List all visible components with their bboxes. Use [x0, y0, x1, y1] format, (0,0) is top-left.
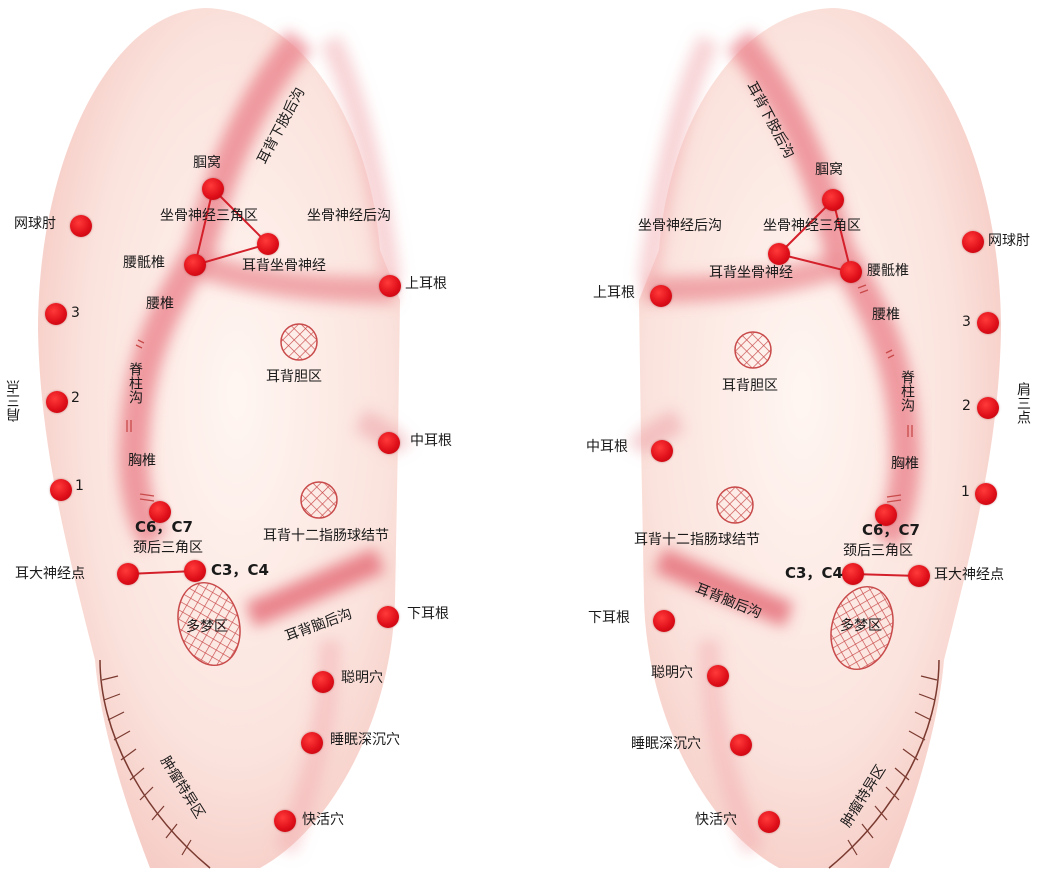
right-tennis-label: 网球肘 [988, 233, 1030, 249]
right-lumbosacral-label: 腰骶椎 [867, 263, 909, 279]
left-upper-root-point [379, 275, 401, 297]
right-n3-label: 3 [962, 314, 971, 330]
right-c34-label: C3，C4 [785, 565, 843, 581]
left-sleep-label: 睡眠深沉穴 [330, 732, 400, 748]
left-lower-root-label: 下耳根 [407, 606, 449, 622]
right-lumbar-label: 腰椎 [872, 307, 900, 323]
right-gallbladder-mark [735, 332, 771, 368]
right-smart-point [707, 665, 729, 687]
left-gallbladder-mark [281, 324, 317, 360]
right-n1-label: 1 [961, 484, 970, 500]
right-back-sciatic-label: 耳背坐骨神经 [709, 265, 793, 281]
left-sleep-point [301, 732, 323, 754]
right-smart-label: 聪明穴 [651, 665, 693, 681]
left-thoracic-label: 胸椎 [128, 453, 156, 469]
left-happy-point [274, 810, 296, 832]
right-gallbladder-label: 耳背胆区 [722, 378, 778, 394]
right-great-auricular-point [908, 565, 930, 587]
left-shoulder-point-3 [45, 303, 67, 325]
left-neck-triangle-label: 颈后三角区 [133, 540, 203, 556]
right-sciatic-triangle-label: 坐骨神经三角区 [763, 218, 861, 234]
left-great-auricular-label: 耳大神经点 [15, 566, 85, 582]
right-neck-triangle-label: 颈后三角区 [843, 543, 913, 559]
left-smart-point [312, 671, 334, 693]
right-happy-point [758, 811, 780, 833]
right-middle-root-label: 中耳根 [586, 439, 628, 455]
left-n2-label: 2 [71, 390, 80, 406]
right-upper-root-point [650, 285, 672, 307]
right-n2-label: 2 [962, 398, 971, 414]
left-c67-label: C6，C7 [135, 519, 193, 535]
left-duodenal-mark [301, 482, 337, 518]
left-spinal-groove-label: 脊柱沟 [127, 362, 143, 404]
right-lumbosacral-point [840, 261, 862, 283]
right-great-auricular-label: 耳大神经点 [934, 567, 1004, 583]
left-back-sciatic-label: 耳背坐骨神经 [242, 258, 326, 274]
right-duodenal-mark [717, 487, 753, 523]
left-shoulder-point-2 [46, 391, 68, 413]
left-n1-label: 1 [75, 478, 84, 494]
left-great-auricular-point [117, 563, 139, 585]
left-c34-point [184, 560, 206, 582]
left-lumbosacral-label: 腰骶椎 [123, 255, 165, 271]
right-spinal-groove-label: 脊柱沟 [899, 370, 915, 412]
right-thoracic-label: 胸椎 [891, 456, 919, 472]
left-dream-label: 多梦区 [186, 619, 228, 635]
left-tennis-point [70, 215, 92, 237]
right-lower-root-label: 下耳根 [588, 610, 630, 626]
left-lumbosacral-point [184, 254, 206, 276]
right-c34-point [842, 563, 864, 585]
right-sleep-point [730, 734, 752, 756]
left-upper-root-label: 上耳根 [405, 276, 447, 292]
right-popliteal-label: 腘窝 [815, 162, 843, 178]
left-n3-label: 3 [71, 305, 80, 321]
right-happy-label: 快活穴 [695, 812, 737, 828]
left-lower-root-point [377, 606, 399, 628]
right-duodenal-label: 耳背十二指肠球结节 [634, 532, 760, 548]
left-sciatic-groove-label: 坐骨神经后沟 [307, 208, 391, 224]
right-lower-root-point [653, 610, 675, 632]
right-c67-label: C6，C7 [862, 522, 920, 538]
left-shoulder-point-1 [50, 479, 72, 501]
left-smart-label: 聪明穴 [341, 670, 383, 686]
left-gallbladder-label: 耳背胆区 [266, 369, 322, 385]
right-dream-label: 多梦区 [840, 618, 882, 634]
right-shoulder-points-label: 肩三点 [1015, 382, 1031, 424]
right-upper-root-label: 上耳根 [593, 285, 635, 301]
left-popliteal-point [202, 178, 224, 200]
right-shoulder-point-2 [977, 397, 999, 419]
left-middle-root-label: 中耳根 [410, 433, 452, 449]
right-shoulder-point-1 [975, 483, 997, 505]
right-shoulder-point-3 [977, 312, 999, 334]
right-middle-root-point [651, 440, 673, 462]
left-middle-root-point [378, 432, 400, 454]
right-tennis-point [962, 231, 984, 253]
left-tennis-label: 网球肘 [14, 216, 56, 232]
left-duodenal-label: 耳背十二指肠球结节 [263, 528, 389, 544]
left-back-sciatic-point [257, 233, 279, 255]
right-sciatic-groove-label: 坐骨神经后沟 [638, 218, 722, 234]
left-sciatic-triangle-label: 坐骨神经三角区 [160, 208, 258, 224]
left-happy-label: 快活穴 [302, 812, 344, 828]
left-shoulder-points-label: 肩三点 [6, 380, 22, 422]
right-popliteal-point [822, 189, 844, 211]
right-sleep-label: 睡眠深沉穴 [631, 736, 701, 752]
right-back-sciatic-point [768, 243, 790, 265]
left-c34-label: C3，C4 [211, 562, 269, 578]
left-popliteal-label: 腘窝 [193, 155, 221, 171]
left-lumbar-label: 腰椎 [146, 296, 174, 312]
